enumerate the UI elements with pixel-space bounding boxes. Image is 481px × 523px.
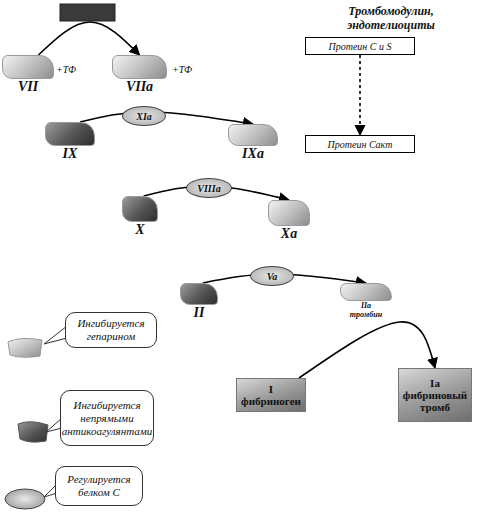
factor-node: VIIa (112, 55, 167, 99)
protein-c-sample (5, 489, 45, 509)
factor-node: IIaтромбин (340, 283, 392, 321)
cofactor-ellipse: VIIIa (186, 178, 232, 198)
factor-shape (45, 122, 95, 146)
node-label: VIIa (112, 79, 167, 95)
node-label: XIa (136, 111, 152, 122)
node-label: Va (267, 271, 278, 282)
heparin-sample (8, 338, 42, 357)
legend-text: Ингибируется гепарином (70, 317, 152, 343)
node-label: фибриноген (241, 395, 301, 407)
factor-node: II (180, 283, 218, 325)
pathway-heading: Тромбомодулин, эндотелиоциты (335, 4, 447, 32)
fibrin-box: Iaфибриновый тромб (398, 368, 472, 422)
cofactor-ellipse: Va (250, 266, 294, 286)
node-label: VIIIa (197, 183, 220, 194)
cofactor-note: +ТФ (56, 64, 96, 76)
node-label: VII (2, 79, 54, 95)
legend-callout: Ингибируется непрямыми антикоагулянтами (60, 390, 154, 446)
factor-node: IX (45, 122, 95, 166)
node-label: Xa (268, 226, 310, 242)
node-label: I (269, 383, 273, 395)
node-label: Ia (430, 377, 440, 389)
activation-arc (38, 22, 139, 55)
legend-callout: Ингибируется гепарином (65, 312, 157, 348)
node-label: IXa (228, 146, 278, 162)
header-badge (60, 4, 115, 21)
legend-text: Регулируется белком С (60, 473, 138, 499)
bubble-tail (44, 326, 67, 344)
activation-arc (80, 112, 253, 124)
factor-shape (122, 196, 158, 222)
factor-shape (112, 55, 167, 79)
protein-box: Протеин Cакт (305, 135, 415, 153)
node-label: X (122, 222, 158, 238)
cofactor-ellipse: XIa (122, 106, 166, 126)
node-label: IX (45, 146, 95, 162)
node-label: II (180, 305, 218, 321)
legend-text: Ингибируется непрямыми антикоагулянтами (62, 399, 152, 438)
regulation-arrow (359, 55, 361, 135)
node-label: IIa (340, 301, 392, 310)
protein-box: Протеин C и S (305, 37, 415, 55)
anticoagulant-sample (18, 422, 48, 442)
factor-node: IXa (228, 124, 278, 166)
factor-node: Xa (268, 200, 310, 246)
cofactor-note: +ТФ (172, 64, 212, 76)
factor-shape (180, 283, 218, 305)
fibrin-box: Iфибриноген (236, 378, 306, 412)
factor-shape (268, 200, 310, 226)
factor-shape (228, 124, 278, 146)
node-label: Протеин C и S (328, 41, 391, 52)
node-label: фибриновый тромб (399, 389, 471, 413)
factor-shape (340, 283, 392, 301)
factor-shape (2, 55, 54, 79)
factor-node: X (122, 196, 158, 244)
node-label: тромбин (340, 310, 392, 319)
factor-node: VII (2, 55, 54, 99)
node-label: Протеин Cакт (328, 139, 393, 150)
legend-callout: Регулируется белком С (55, 466, 143, 506)
